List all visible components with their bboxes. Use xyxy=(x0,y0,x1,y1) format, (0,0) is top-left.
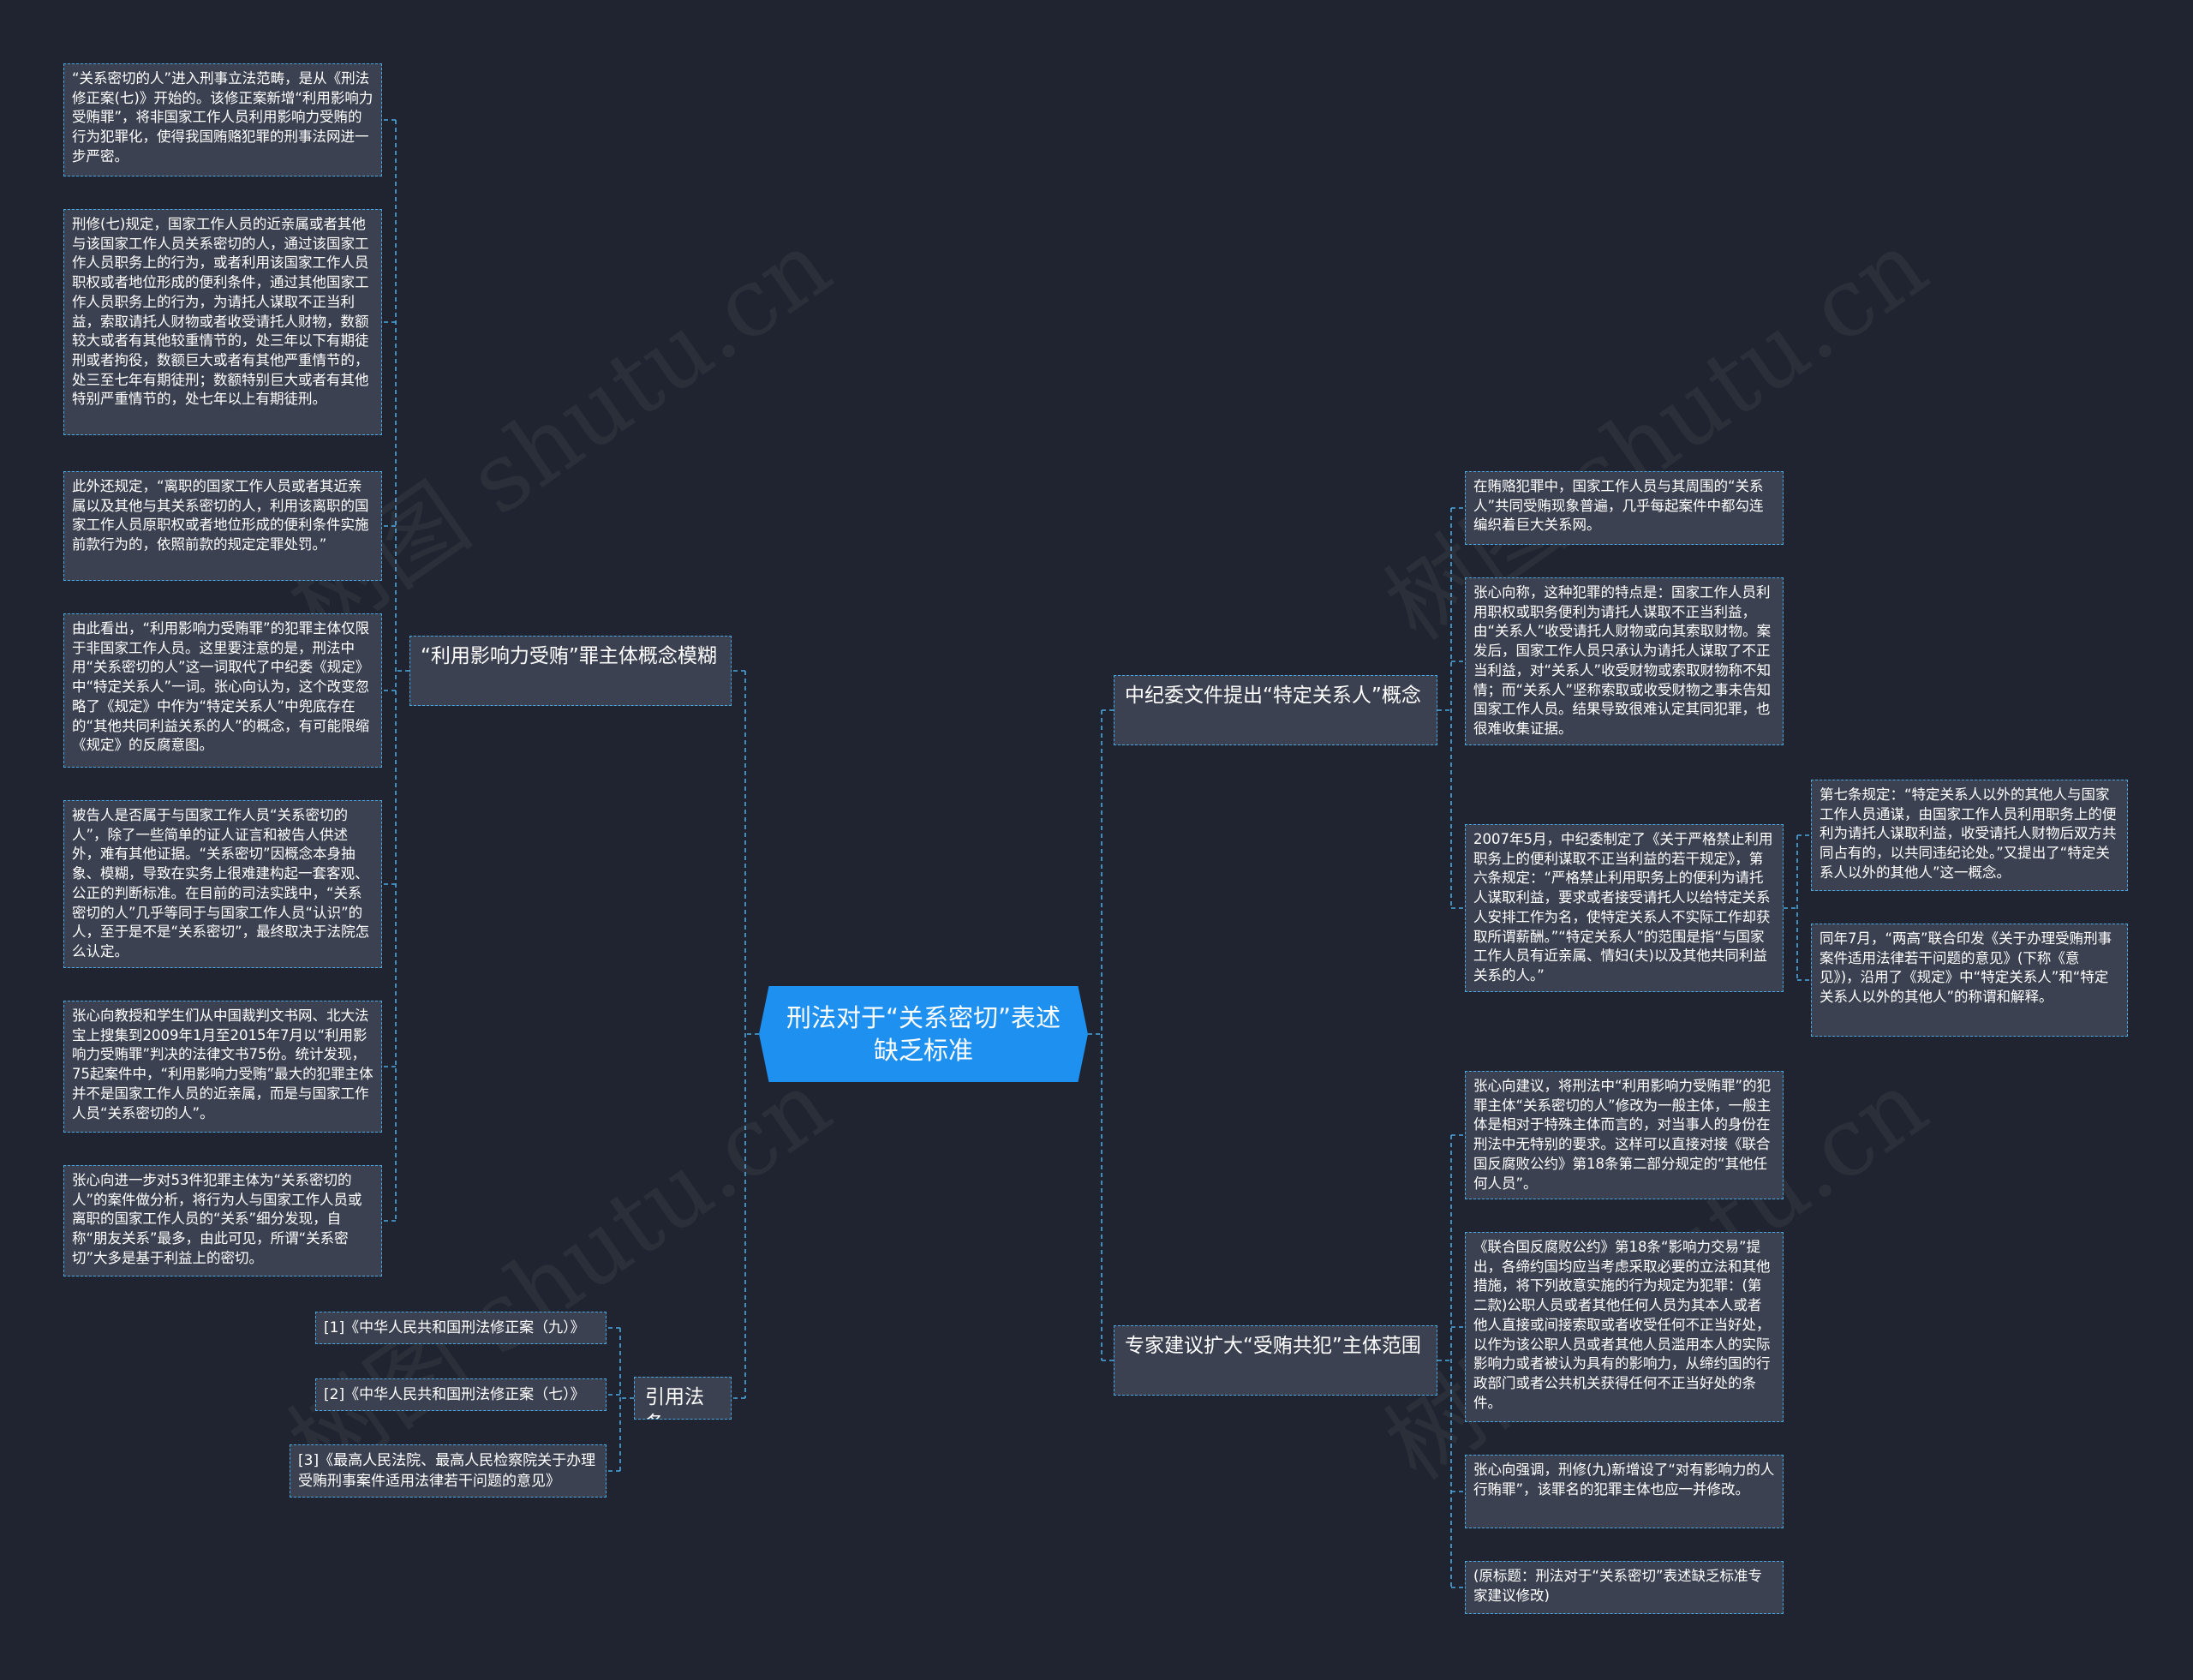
leaf-node[interactable]: 同年7月，“两高”联合印发《关于办理受贿刑事案件适用法律若干问题的意见》(下称《… xyxy=(1811,924,2128,1037)
leaf-node[interactable]: 在贿赂犯罪中，国家工作人员与其周围的“关系人”共同受贿现象普遍，几乎每起案件中都… xyxy=(1465,471,1784,545)
branch-cited-laws[interactable]: 引用法条 xyxy=(634,1377,732,1420)
branch-expert-proposal[interactable]: 专家建议扩大“受贿共犯”主体范围 xyxy=(1114,1325,1437,1396)
branch-specific-relation[interactable]: 中纪委文件提出“特定关系人”概念 xyxy=(1114,675,1437,745)
root-topic-label: 刑法对于“关系密切”表述缺乏标准 xyxy=(786,1003,1061,1065)
leaf-node[interactable]: 被告人是否属于与国家工作人员“关系密切的人”，除了一些简单的证人证言和被告人供述… xyxy=(63,800,382,968)
leaf-node[interactable]: 张心向称，这种犯罪的特点是：国家工作人员利用职权或职务便利为请托人谋取不正当利益… xyxy=(1465,577,1784,745)
leaf-node[interactable]: (原标题：刑法对于“关系密切”表述缺乏标准专家建议修改) xyxy=(1465,1561,1784,1614)
leaf-node[interactable]: 张心向教授和学生们从中国裁判文书网、北大法宝上搜集到2009年1月至2015年7… xyxy=(63,1001,382,1133)
reference-item[interactable]: [3]《最高人民法院、最高人民检察院关于办理受贿刑事案件适用法律若干问题的意见》 xyxy=(290,1444,607,1498)
leaf-node[interactable]: 刑修(七)规定，国家工作人员的近亲属或者其他与该国家工作人员关系密切的人，通过该… xyxy=(63,209,382,435)
leaf-node[interactable]: 第七条规定：“特定关系人以外的其他人与国家工作人员通谋，由国家工作人员利用职务上… xyxy=(1811,780,2128,891)
leaf-node[interactable]: 张心向进一步对53件犯罪主体为“关系密切的人”的案件做分析，将行为人与国家工作人… xyxy=(63,1165,382,1276)
leaf-node[interactable]: 《联合国反腐败公约》第18条“影响力交易”提出，各缔约国均应当考虑采取必要的立法… xyxy=(1465,1232,1784,1422)
leaf-node[interactable]: 张心向建议，将刑法中“利用影响力受贿罪”的犯罪主体“关系密切的人”修改为一般主体… xyxy=(1465,1071,1784,1199)
reference-item[interactable]: [1]《中华人民共和国刑法修正案（九）》 xyxy=(315,1312,607,1344)
reference-item[interactable]: [2]《中华人民共和国刑法修正案（七）》 xyxy=(315,1378,607,1411)
leaf-node[interactable]: 2007年5月，中纪委制定了《关于严格禁止利用职务上的便利谋取不正当利益的若干规… xyxy=(1465,824,1784,992)
leaf-node[interactable]: “关系密切的人”进入刑事立法范畴，是从《刑法修正案(七)》开始的。该修正案新增“… xyxy=(63,63,382,176)
leaf-node[interactable]: 张心向强调，刑修(九)新增设了“对有影响力的人行贿罪”，该罪名的犯罪主体也应一并… xyxy=(1465,1455,1784,1528)
root-topic[interactable]: 刑法对于“关系密切”表述缺乏标准 xyxy=(759,986,1088,1082)
leaf-node[interactable]: 此外还规定，“离职的国家工作人员或者其近亲属以及其他与其关系密切的人，利用该离职… xyxy=(63,471,382,581)
branch-subject-vague[interactable]: “利用影响力受贿”罪主体概念模糊 xyxy=(409,636,732,706)
leaf-node[interactable]: 由此看出，“利用影响力受贿罪”的犯罪主体仅限于非国家工作人员。这里要注意的是，刑… xyxy=(63,613,382,768)
